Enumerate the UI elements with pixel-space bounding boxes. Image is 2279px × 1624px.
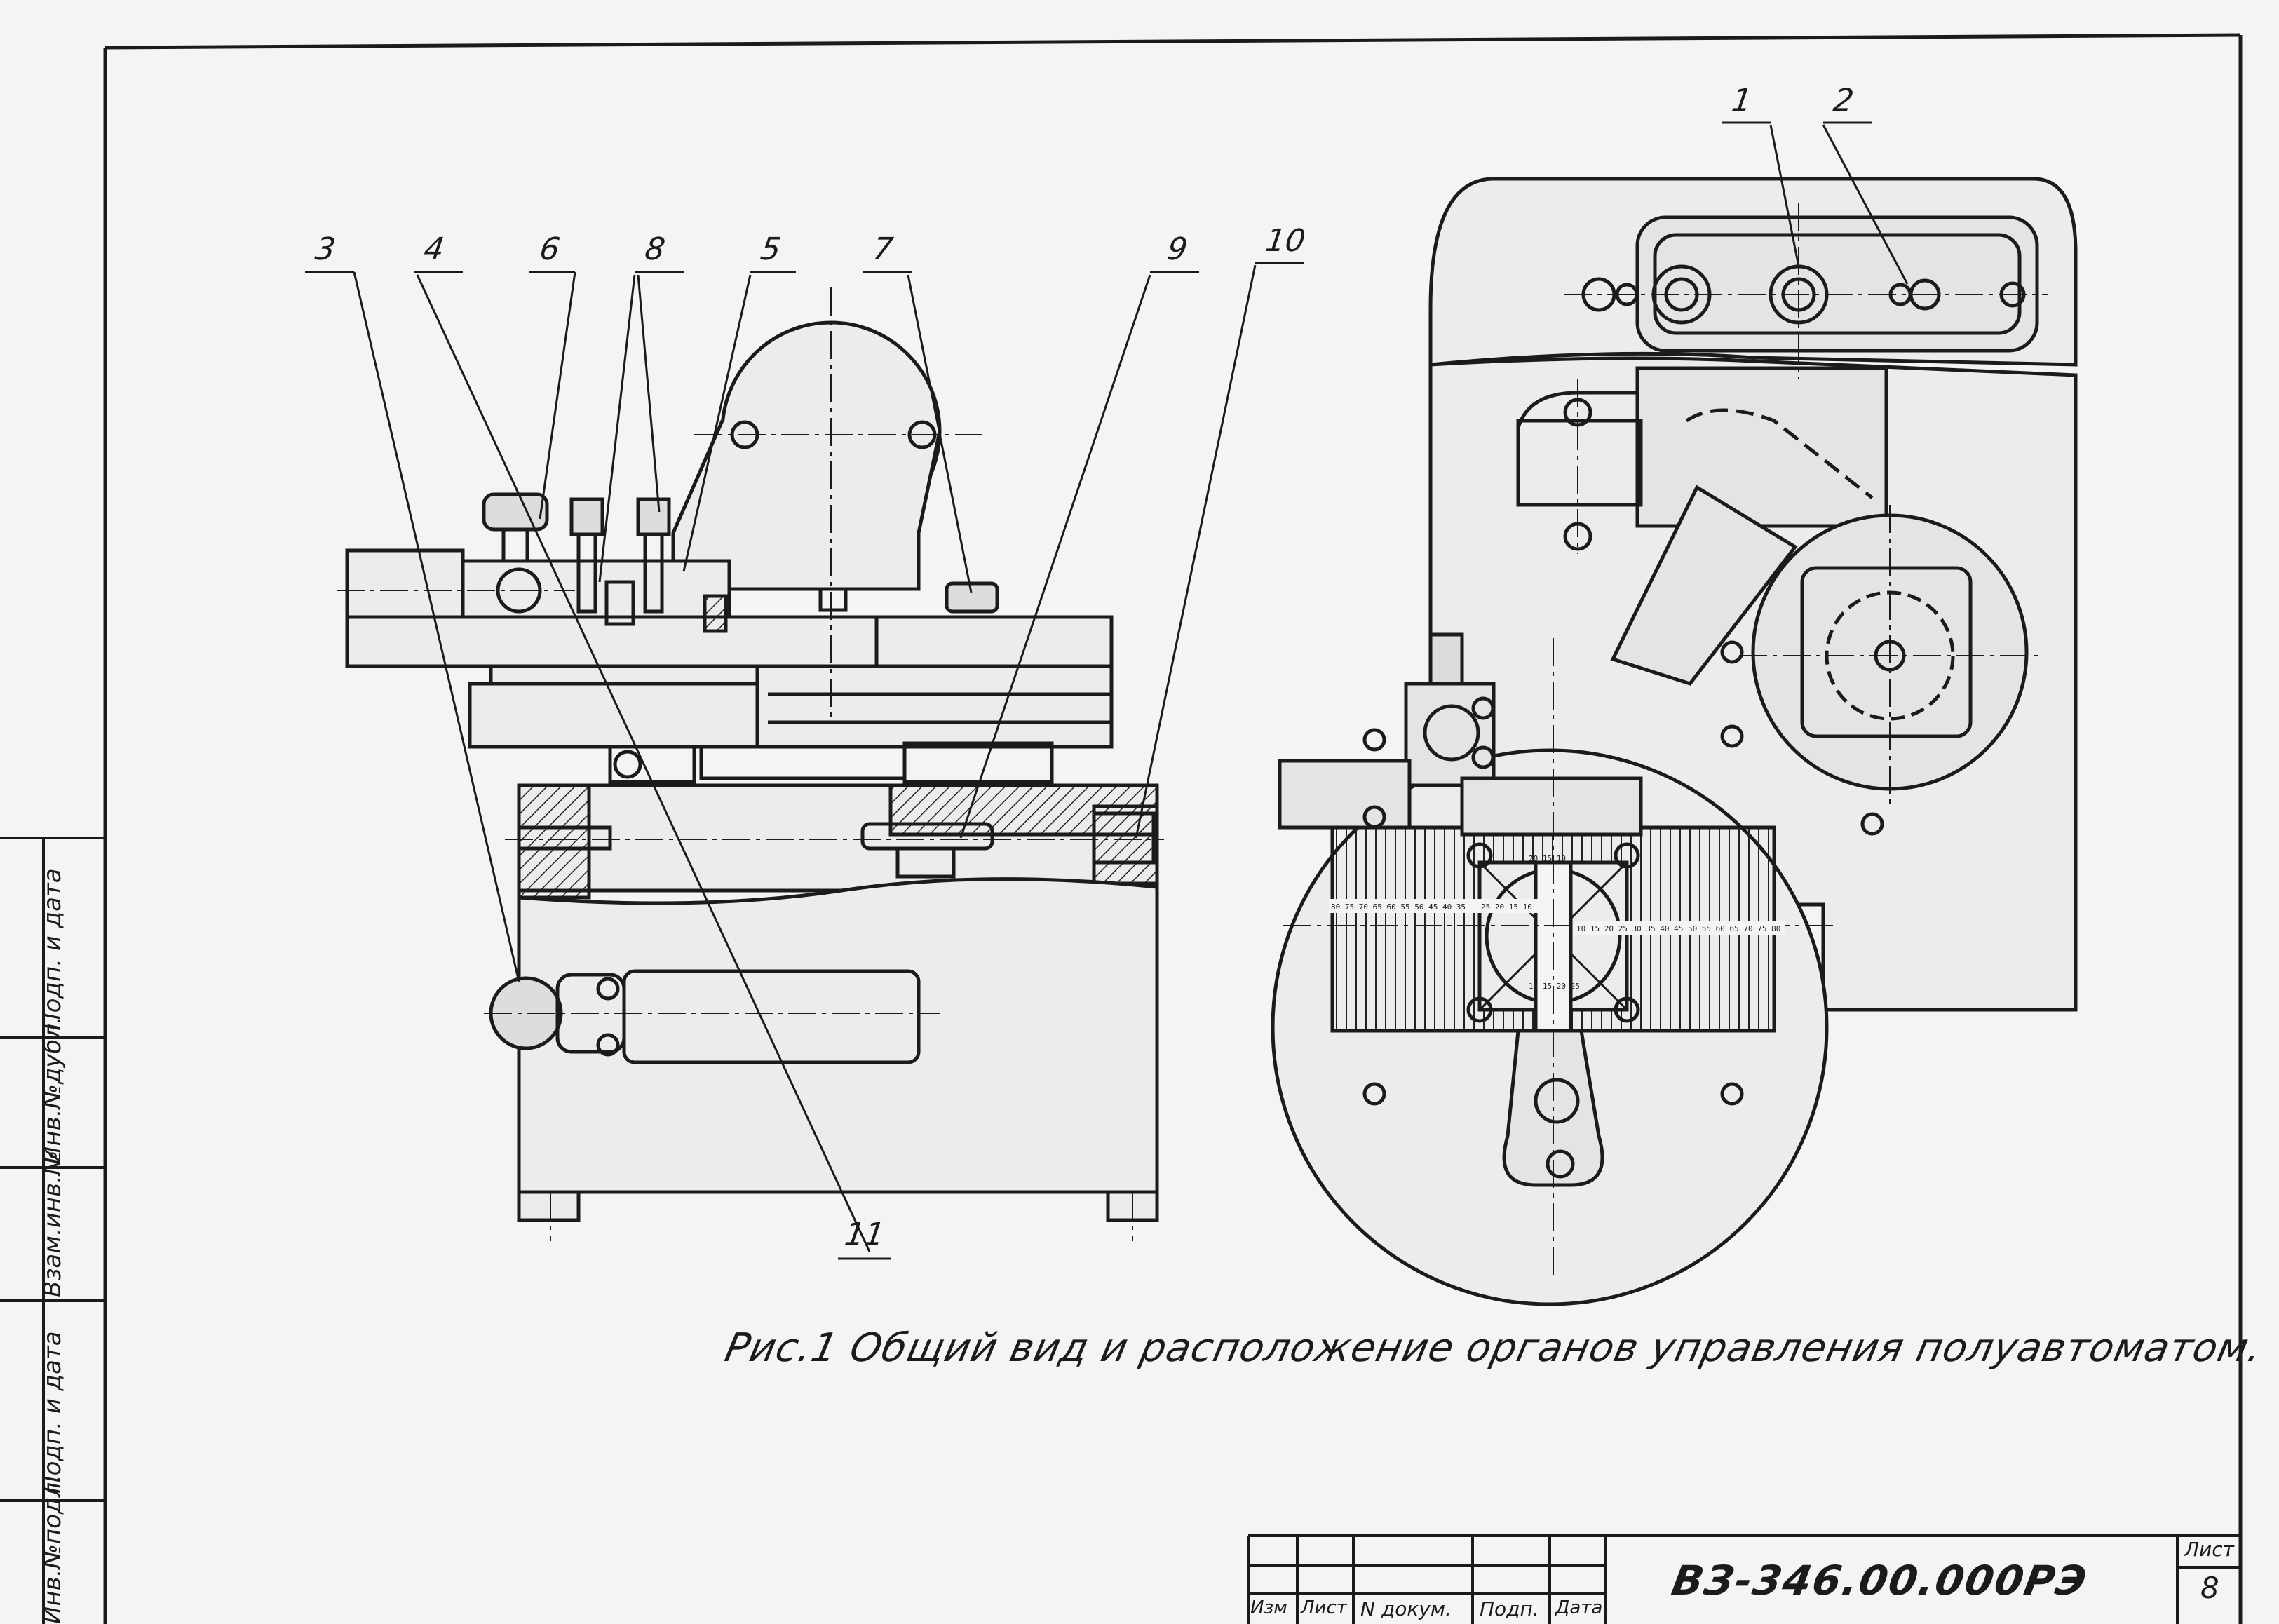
side-stamp-podp-data-top: Подп. и дата bbox=[39, 868, 67, 1031]
title-block-podp: Подп. bbox=[1480, 1597, 1539, 1620]
title-block-n-dokum: N докум. bbox=[1360, 1597, 1452, 1620]
side-view-centerlines bbox=[337, 287, 1164, 1241]
title-block-sheet-number: 8 bbox=[2200, 1571, 2219, 1605]
side-stamp-inv-podl: Инв.№подл. bbox=[39, 1475, 67, 1624]
side-view bbox=[345, 320, 1159, 1222]
scale-vertical-bottom: 10 15 20 25 bbox=[1529, 982, 1580, 991]
side-view-leaders bbox=[305, 262, 1304, 1260]
callout-11: 11 bbox=[842, 1217, 887, 1252]
scale-center-left: 25 20 15 10 bbox=[1481, 902, 1532, 912]
scale-horizontal-left: 80 75 70 65 60 55 50 45 40 35 bbox=[1331, 902, 1466, 912]
scale-horizontal-right: 10 15 20 25 30 35 40 45 50 55 60 65 70 7… bbox=[1576, 924, 1780, 933]
title-block-grid bbox=[1247, 1534, 2240, 1624]
side-stamp-grid bbox=[0, 837, 105, 1624]
side-stamp-inv-dubl: Инв.№дубл. bbox=[39, 1015, 67, 1164]
side-stamp-vzam-inv: Взам.инв.№ bbox=[39, 1150, 67, 1297]
document-number: ВЗ-346.00.000РЭ bbox=[1668, 1557, 2092, 1604]
title-block-data: Дата bbox=[1555, 1597, 1603, 1618]
top-view-leaders bbox=[1722, 121, 1909, 285]
scale-vertical-top: 20 15 10 bbox=[1529, 854, 1566, 863]
callout-10: 10 bbox=[1263, 223, 1308, 259]
title-block-list: Лист bbox=[1301, 1597, 1347, 1618]
scale-labels: 80 75 70 65 60 55 50 45 40 35 25 20 15 1… bbox=[1329, 854, 1785, 991]
side-stamp-podp-data-bottom: Подп. и дата bbox=[39, 1331, 67, 1494]
title-block-sheet-label: Лист bbox=[2184, 1538, 2234, 1561]
title-block-izm: Изм bbox=[1250, 1597, 1287, 1618]
sheet-frame bbox=[103, 33, 2243, 1624]
top-view bbox=[1271, 177, 2078, 1306]
figure-caption: Рис.1 Общий вид и расположение органов у… bbox=[721, 1325, 2267, 1371]
